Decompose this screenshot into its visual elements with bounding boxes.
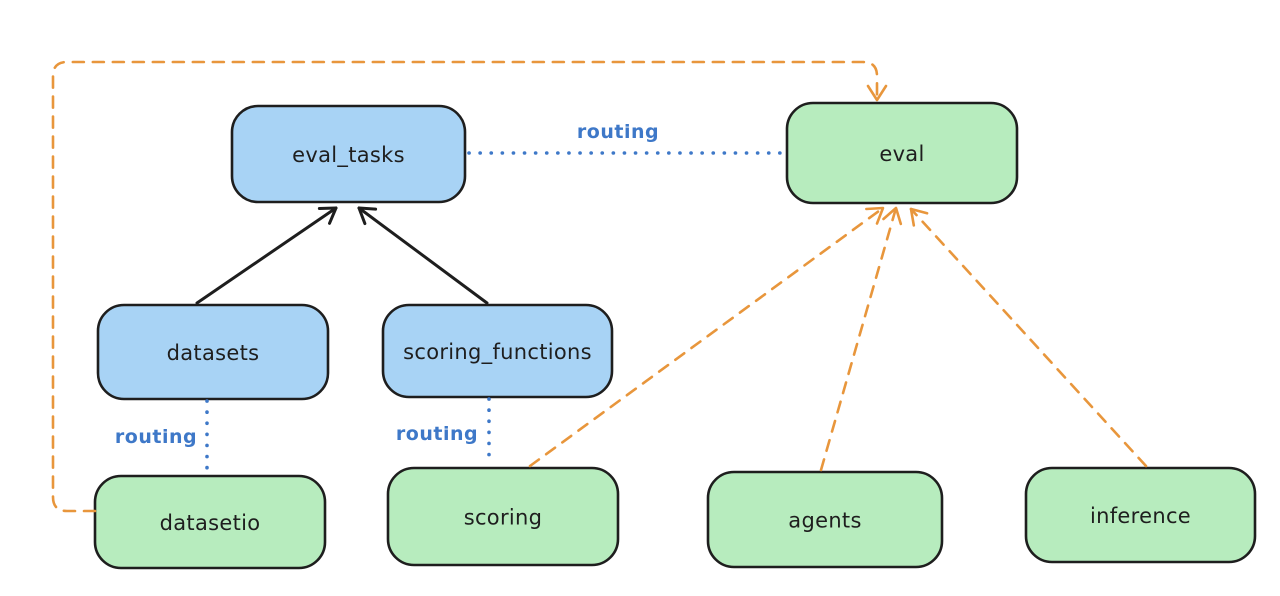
node-scoring: scoring	[386, 466, 620, 567]
node-eval-box	[785, 101, 1019, 205]
edge-scoring-to-eval	[528, 206, 885, 468]
node-scoring_functions-label: scoring_functions	[403, 340, 592, 365]
node-datasetio: datasetio	[93, 474, 327, 570]
node-datasets: datasets	[96, 303, 330, 401]
edge-datasets-to-eval_tasks	[195, 206, 338, 305]
edge-datasets-to-datasetio-routing-label: routing	[115, 426, 197, 448]
node-agents: agents	[706, 470, 944, 569]
node-datasetio-box	[93, 474, 327, 570]
node-inference-box	[1024, 466, 1257, 564]
node-eval-label: eval	[879, 142, 924, 166]
node-agents-box	[706, 470, 944, 569]
edge-eval_tasks-to-eval-routing-label: routing	[577, 121, 659, 143]
node-scoring_functions-box	[381, 303, 614, 399]
node-eval_tasks-box	[230, 104, 467, 204]
node-agents-label: agents	[788, 509, 861, 533]
edge-datasetio-to-eval	[51, 60, 888, 513]
node-eval: eval	[785, 101, 1019, 205]
node-scoring-label: scoring	[464, 506, 543, 530]
edge-scoring_functions-to-eval_tasks	[357, 206, 489, 305]
node-datasets-box	[96, 303, 330, 401]
node-scoring-box	[386, 466, 620, 567]
node-datasets-label: datasets	[167, 341, 260, 365]
node-scoring_functions: scoring_functions	[381, 303, 614, 399]
node-eval_tasks: eval_tasks	[230, 104, 467, 204]
edge-scoring_functions-to-scoring-routing-label: routing	[396, 423, 478, 445]
node-datasetio-label: datasetio	[160, 511, 261, 535]
node-inference-label: inference	[1090, 504, 1191, 528]
edge-inference-to-eval	[909, 207, 1148, 468]
edge-agents-to-eval	[819, 206, 903, 472]
node-eval_tasks-label: eval_tasks	[292, 143, 405, 168]
node-inference: inference	[1024, 466, 1257, 564]
